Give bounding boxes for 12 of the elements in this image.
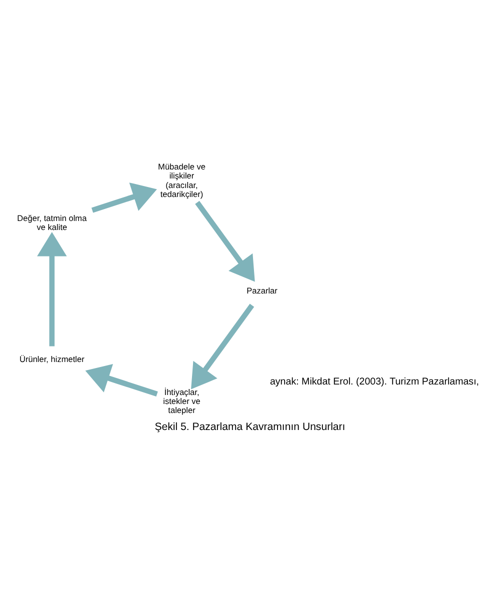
arrow — [195, 200, 255, 282]
node-text: Değer, tatmin olma ve kalite — [17, 212, 87, 232]
node-text: İhtiyaçlar, istekler ve talepler — [163, 387, 200, 416]
node-text: Mübadele ve ilişkiler (aracılar, tedarikçiler) — [158, 162, 206, 199]
arrow — [191, 304, 254, 390]
arrow — [85, 364, 158, 396]
node-text: Pazarlar — [246, 286, 278, 296]
node-text: Ürünler, hizmetler — [19, 354, 84, 364]
arrow — [91, 182, 157, 213]
caption: Şekil 5. Pazarlama Kavramının Unsurları — [154, 421, 346, 434]
label: aynak: Mikdat Erol. (2003). Turizm Pazarlaması, — [270, 376, 480, 388]
arrow — [37, 232, 67, 346]
